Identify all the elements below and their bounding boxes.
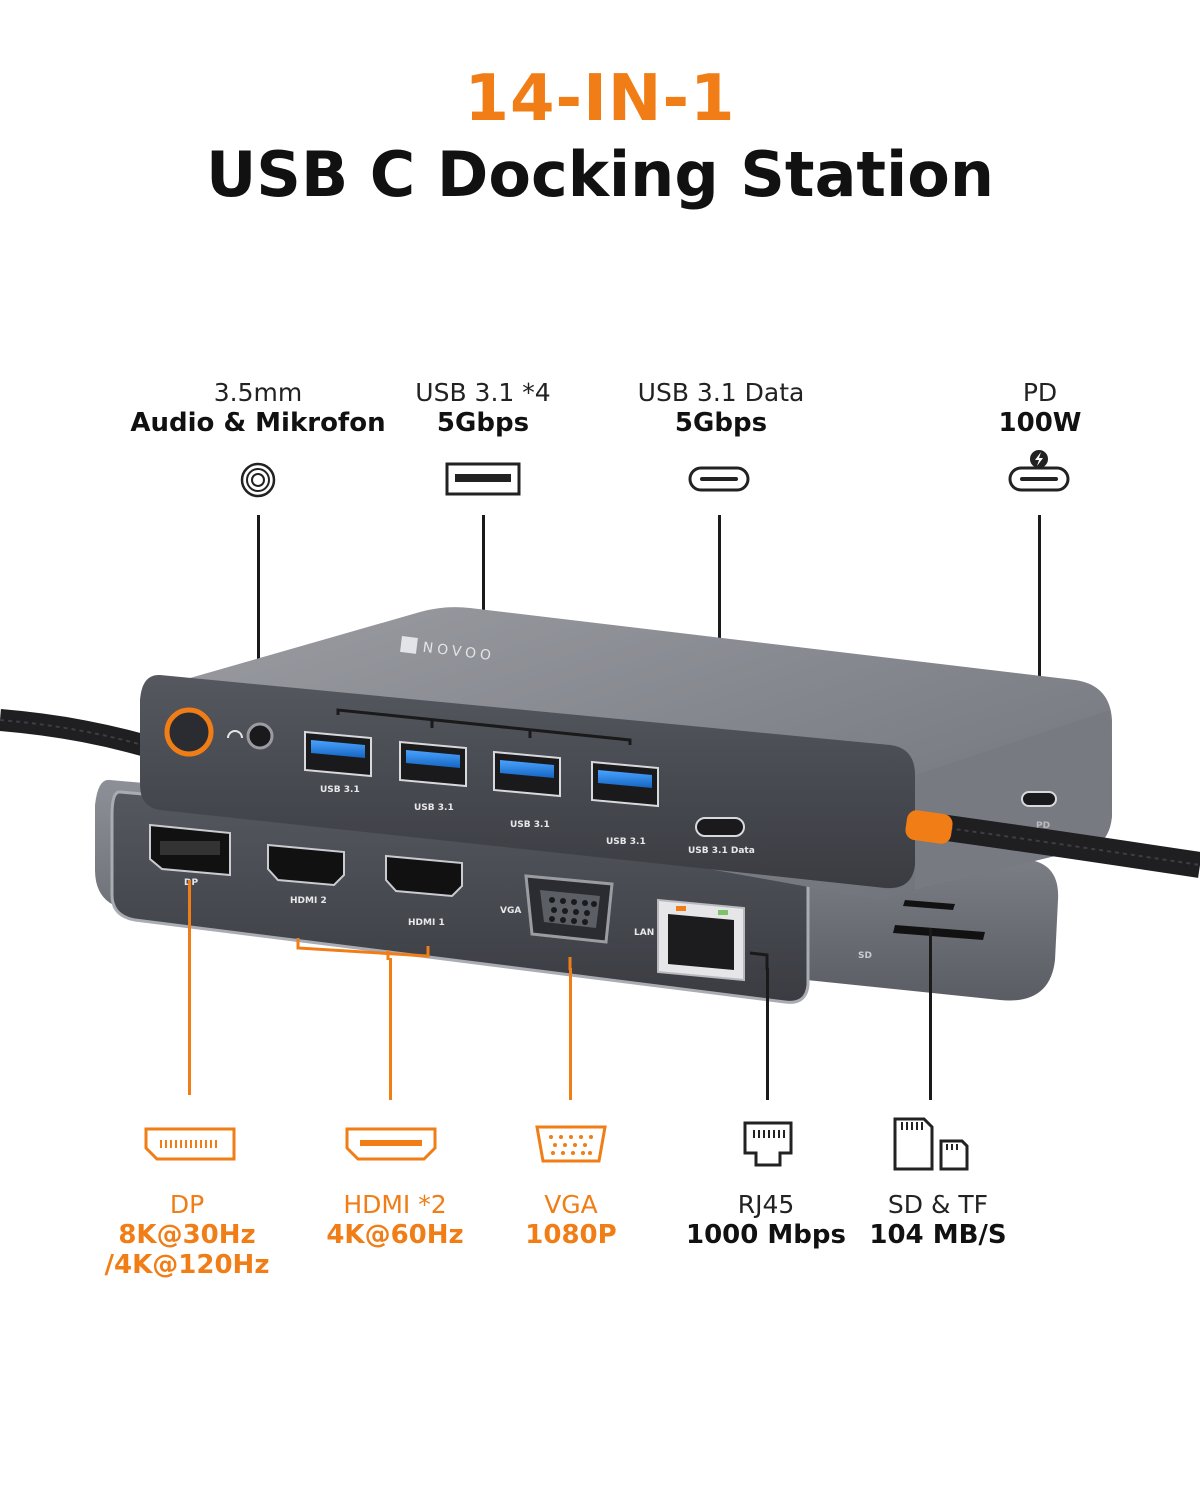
device-label-usb-4: USB 3.1 <box>606 837 646 847</box>
label-usb-a-line1: USB 3.1 *4 <box>415 378 551 407</box>
label-audio: 3.5mm Audio & Mikrofon <box>108 378 408 438</box>
label-rj45-line2: 1000 Mbps <box>686 1220 846 1250</box>
device-label-usb-1: USB 3.1 <box>320 785 360 795</box>
dp-port <box>149 823 231 877</box>
hdmi2-port <box>267 843 345 887</box>
sd-slots <box>893 900 985 940</box>
label-usb-a: USB 3.1 *4 5Gbps <box>333 378 633 438</box>
label-usb-a-line2: 5Gbps <box>436 408 530 438</box>
usb-c-pd-icon <box>1008 450 1070 492</box>
docking-station-illustration: DP HDMI 2 HDMI 1 VGA LAN SD NO <box>0 607 1200 1004</box>
cable-sleeve <box>905 810 953 844</box>
label-audio-line2: Audio & Mikrofon <box>130 408 386 438</box>
label-dp-line1: DP <box>169 1190 205 1219</box>
usb-a-icon <box>445 462 521 496</box>
audio-jack-port <box>246 722 274 750</box>
device-label-lan: LAN <box>634 928 654 938</box>
leader-line-dp <box>188 880 191 1095</box>
lan-port <box>657 898 745 982</box>
usb-c-icon <box>688 466 750 492</box>
headphone-glyph <box>227 730 243 739</box>
device-label-pd: PD <box>1036 821 1050 831</box>
leader-line-rj45 <box>766 968 769 1100</box>
hdmi1-port <box>385 854 463 898</box>
usb-c-data-port <box>695 817 745 837</box>
usb-a-port-4 <box>591 760 659 808</box>
device-label-hdmi2: HDMI 2 <box>290 896 327 906</box>
label-sd-tf-line2: 104 MB/S <box>869 1220 1007 1250</box>
headline-title: USB C Docking Station <box>205 138 995 211</box>
device-label-usb-2: USB 3.1 <box>414 803 454 813</box>
headline-accent: 14-IN-1 <box>464 62 736 136</box>
label-sd-tf: SD & TF 104 MB/S <box>788 1190 1088 1250</box>
device-label-dp: DP <box>184 878 198 888</box>
leader-line-vga <box>569 968 572 1100</box>
hdmi-icon <box>345 1127 437 1161</box>
device-label-usb-data: USB 3.1 Data <box>688 846 755 856</box>
vga-port <box>524 874 614 944</box>
label-usb-c-data-line1: USB 3.1 Data <box>637 378 805 407</box>
label-dp-line3: /4K@120Hz <box>104 1250 270 1280</box>
device-label-sd: SD <box>858 951 872 961</box>
label-rj45-line1: RJ45 <box>737 1190 795 1219</box>
device-label-usb-3: USB 3.1 <box>510 820 550 830</box>
usb-a-port-1 <box>304 730 372 778</box>
device-label-hdmi1: HDMI 1 <box>408 918 445 928</box>
label-vga-line1: VGA <box>544 1190 598 1219</box>
ethernet-icon <box>743 1121 793 1167</box>
label-hdmi-line1: HDMI *2 <box>343 1190 447 1219</box>
label-hdmi: HDMI *2 4K@60Hz <box>245 1190 545 1250</box>
vga-icon <box>535 1125 607 1163</box>
power-button <box>164 707 214 757</box>
label-hdmi-line2: 4K@60Hz <box>326 1220 464 1250</box>
sd-tf-card-icon <box>893 1117 969 1171</box>
leader-line-sd <box>929 928 932 1100</box>
label-vga: VGA 1080P <box>421 1190 721 1250</box>
label-usb-c-data: USB 3.1 Data 5Gbps <box>571 378 871 438</box>
label-usb-c-data-line2: 5Gbps <box>674 408 768 438</box>
leader-line-pd <box>1038 515 1041 780</box>
label-pd-line2: 100W <box>998 408 1082 438</box>
label-pd: PD 100W <box>890 378 1190 438</box>
usb-a-port-2 <box>399 740 467 788</box>
label-rj45: RJ45 1000 Mbps <box>616 1190 916 1250</box>
cable-left <box>0 709 164 761</box>
pd-port <box>1021 791 1057 807</box>
label-pd-line1: PD <box>1022 378 1058 407</box>
label-sd-tf-line1: SD & TF <box>887 1190 989 1219</box>
label-dp-line2: 8K@30Hz <box>118 1220 256 1250</box>
device-label-vga: VGA <box>500 906 521 916</box>
displayport-icon <box>144 1127 236 1161</box>
audio-jack-icon <box>240 462 276 498</box>
usb-a-port-3 <box>493 750 561 798</box>
label-dp: DP 8K@30Hz /4K@120Hz <box>37 1190 337 1280</box>
leader-line-audio <box>257 515 260 760</box>
label-audio-line1: 3.5mm <box>213 378 303 407</box>
label-vga-line2: 1080P <box>525 1220 617 1250</box>
leader-line-hdmi <box>389 958 392 1100</box>
